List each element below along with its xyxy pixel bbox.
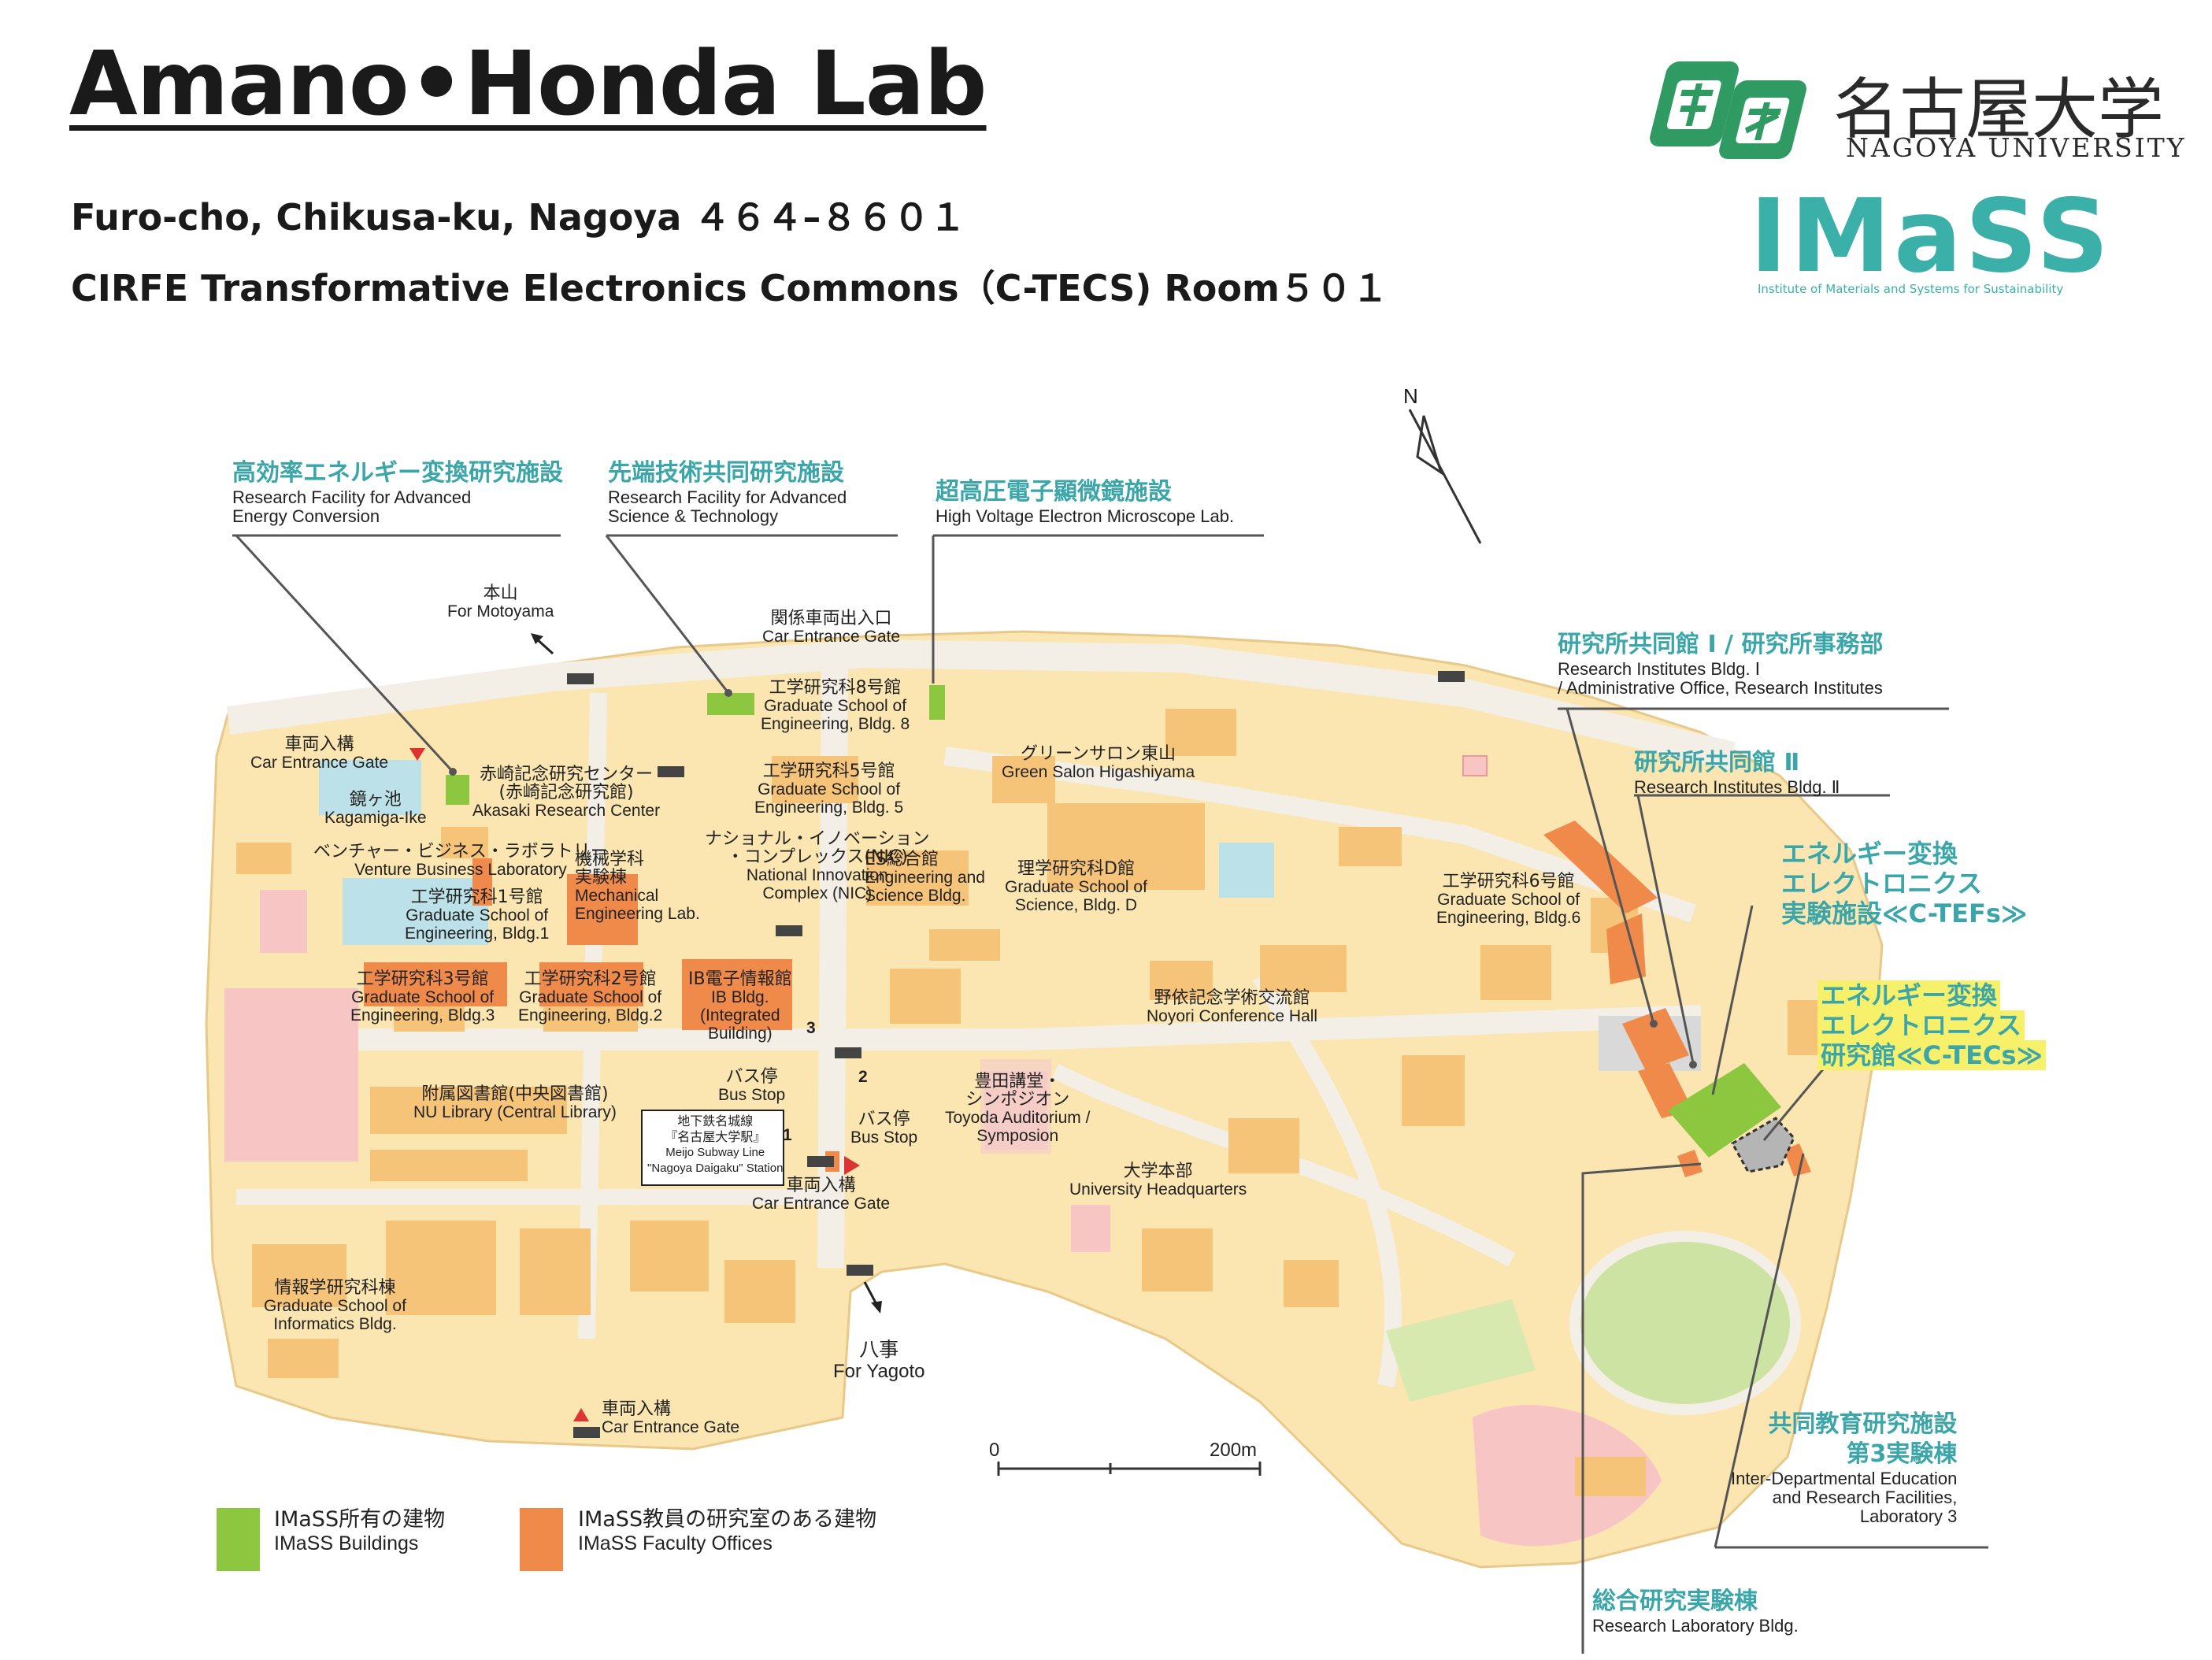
scale-start-label: 0 (989, 1440, 1000, 1461)
scale-end-label: 200m (1210, 1440, 1258, 1461)
subway-exit-3: 3 (806, 1019, 816, 1037)
traffic-signals (567, 671, 1465, 1438)
advanced-science-facility (707, 693, 754, 715)
label-subway-station: 地下鉄名城線『名古屋大学駅』Meijo Subway Line"Nagoya D… (647, 1113, 784, 1175)
callout-energy-conversion: 高効率エネルギー変換研究施設 Research Facility for Adv… (232, 459, 563, 526)
callout-hvem: 超高圧電子顯微鏡施設 High Voltage Electron Microsc… (936, 478, 1235, 526)
callout-research-lab-bldg: 総合研究実験棟 Research Laboratory Bldg. (1592, 1588, 1799, 1636)
athletic-field (1569, 1231, 1801, 1415)
hvem-lab (929, 685, 945, 720)
gate-marker-north (409, 748, 425, 761)
callout-research-institutes-1: 研究所共同館 Ⅰ / 研究所事務部 Research Institutes Bl… (1558, 631, 1884, 698)
university-name-jp: 名古屋大学 (1833, 71, 2165, 148)
subway-station-box (641, 1110, 784, 1186)
legend-swatch-orange (520, 1508, 563, 1571)
gate-marker-s (844, 1156, 860, 1175)
label-nic: ナショナル・イノベーション・コンプレックス(NIC)National Innov… (705, 829, 930, 902)
scale-bar (997, 1462, 1262, 1476)
callout-laboratory-3: 共同教育研究施設 第3実験棟 Inter-Departmental Educat… (1731, 1410, 1958, 1526)
north-arrow-icon (1408, 409, 1482, 544)
university-name-en: NAGOYA UNIVERSITY (1846, 132, 2187, 163)
label-library: 附属図書館(中央図書館)NU Library (Central Library) (413, 1084, 617, 1121)
callout-c-tecs: エネルギー変換 エレクトロニクス 研究館≪C-TECs≫ (1817, 980, 2047, 1070)
label-akasaki: 赤崎記念研究センター(赤崎記念研究館)Akasaki Research Cent… (472, 765, 661, 820)
room-line: CIRFE Transformative Electronics Commons… (71, 267, 1388, 309)
callout-research-institutes-2: 研究所共同館 Ⅱ Research Institutes Bldg. Ⅱ (1634, 749, 1840, 797)
c-tecs-building (1730, 1117, 1795, 1173)
kagamiga-ike-pond (319, 760, 421, 815)
callout-c-tefs: エネルギー変換 エレクトロニクス 実験施設≪C-TEFs≫ (1781, 839, 2028, 928)
c-tefs-building (1668, 1063, 1781, 1158)
legend-swatch-green (217, 1508, 260, 1571)
imass-logo: IMaSS (1750, 178, 2112, 295)
nagoya-university-emblem (1650, 61, 1806, 159)
energy-conversion-facility (446, 775, 469, 805)
gate-marker-sw (573, 1408, 589, 1421)
address-line: Furo-cho, Chikusa-ku, Nagoya ４６４–８６０１ (71, 196, 966, 239)
page-title: Amano•Honda Lab (69, 33, 987, 135)
callout-advanced-science: 先端技術共同研究施設 Research Facility for Advance… (608, 459, 847, 526)
imass-tagline: Institute of Materials and Systems for S… (1758, 282, 2064, 296)
subway-exit-1: 1 (783, 1126, 792, 1144)
subway-exit-2: 2 (858, 1068, 868, 1086)
north-label: N (1403, 384, 1418, 408)
